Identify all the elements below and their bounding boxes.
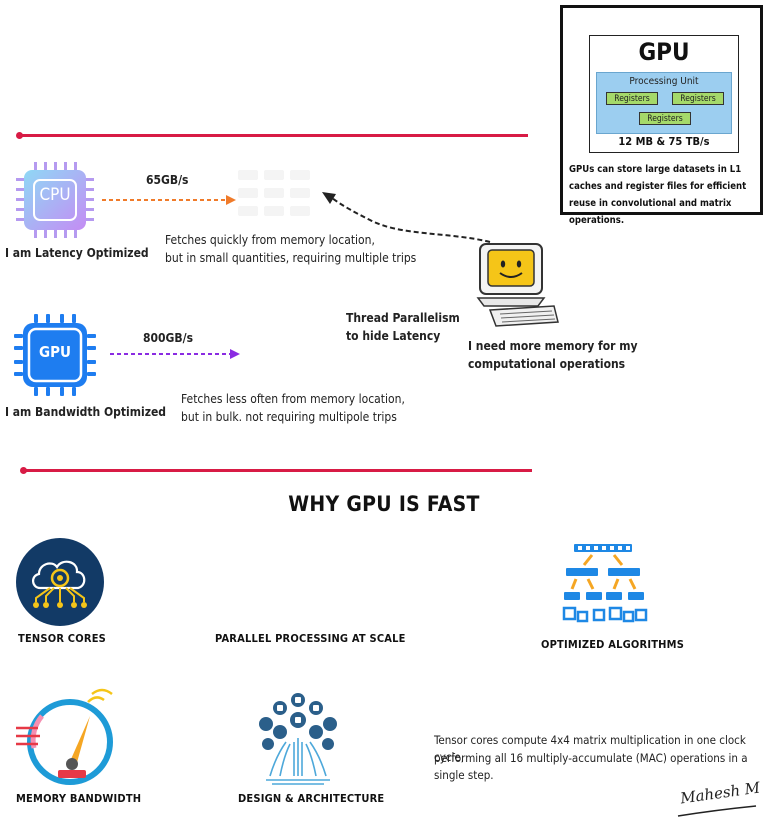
thread-line2: to hide Latency bbox=[346, 329, 441, 343]
algorithm-tree-icon bbox=[562, 544, 648, 623]
section-heading: WHY GPU IS FAST bbox=[288, 492, 480, 516]
gpu-fetch-line1: Fetches less often from memory location, bbox=[181, 392, 405, 406]
label-memory-bandwidth: MEMORY BANDWIDTH bbox=[16, 792, 142, 805]
processing-unit-label: Processing Unit bbox=[629, 76, 699, 87]
gpu-chip-label: GPU bbox=[39, 343, 71, 361]
divider-top bbox=[16, 132, 528, 139]
gpu-spec: 12 MB & 75 TB/s bbox=[618, 135, 710, 148]
gpu-memory-arrow bbox=[110, 349, 240, 359]
tensor-note-line2: performing all 16 multiply-accumulate (M… bbox=[434, 751, 748, 782]
cpu-fetch-line1: Fetches quickly from memory location, bbox=[165, 233, 375, 247]
label-optimized-algorithms: OPTIMIZED ALGORITHMS bbox=[541, 638, 685, 651]
cpu-chip-icon bbox=[16, 162, 94, 238]
label-design-architecture: DESIGN & ARCHITECTURE bbox=[238, 792, 385, 805]
design-architecture-icon bbox=[259, 693, 337, 785]
signature-underline bbox=[677, 805, 757, 817]
memory-block-icon bbox=[238, 170, 310, 216]
gpu-info-card: GPU Processing Unit Registers Registers … bbox=[560, 5, 763, 226]
register-box: Registers bbox=[672, 92, 724, 105]
label-tensor-cores: TENSOR CORES bbox=[18, 632, 106, 645]
gpu-card-title: GPU bbox=[638, 38, 690, 66]
computer-icon bbox=[476, 243, 559, 327]
tensor-cores-icon bbox=[16, 538, 104, 626]
gpu-caption: I am Bandwidth Optimized bbox=[5, 405, 167, 419]
gpu-speed: 800GB/s bbox=[143, 331, 193, 345]
gpu-card-description: GPUs can store large datasets in L1 cach… bbox=[569, 164, 747, 226]
label-parallel-processing: PARALLEL PROCESSING AT SCALE bbox=[215, 632, 406, 645]
gpu-chip-icon bbox=[14, 314, 96, 396]
cpu-caption: I am Latency Optimized bbox=[5, 246, 149, 260]
cpu-fetch-line2: but in small quantities, requiring multi… bbox=[165, 251, 417, 265]
divider-middle bbox=[20, 467, 532, 474]
gpu-diagram: GPU Processing Unit Registers Registers … bbox=[589, 35, 739, 153]
computer-line2: computational operations bbox=[468, 357, 626, 371]
tensor-note-line1: Tensor cores compute 4x4 matrix multipli… bbox=[434, 733, 746, 764]
register-box: Registers bbox=[606, 92, 658, 105]
thread-curved-arrow bbox=[322, 192, 491, 243]
memory-bandwidth-gauge-icon bbox=[16, 688, 113, 785]
cpu-memory-arrow bbox=[102, 195, 236, 205]
thread-line1: Thread Parallelism bbox=[346, 311, 460, 325]
register-box: Registers bbox=[639, 112, 691, 125]
cpu-speed: 65GB/s bbox=[146, 173, 189, 187]
gpu-fetch-line2: but in bulk. not requiring multipole tri… bbox=[181, 410, 397, 424]
processing-unit-box: Processing Unit Registers Registers Regi… bbox=[596, 72, 732, 134]
computer-line1: I need more memory for my bbox=[468, 339, 638, 353]
cpu-chip-label: CPU bbox=[39, 185, 71, 205]
